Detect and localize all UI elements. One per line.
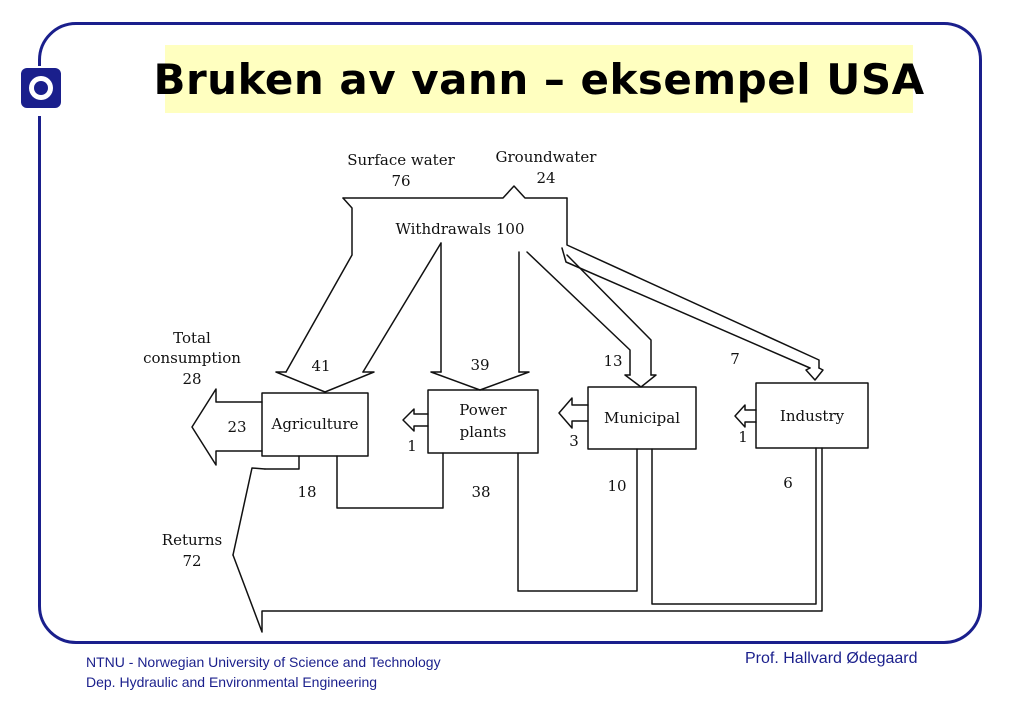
municipal-inflow-arrowhead — [624, 374, 657, 388]
power-plants-inflow-value: 39 — [470, 356, 489, 374]
agriculture-inflow-value: 41 — [311, 357, 330, 375]
industry-box — [755, 382, 869, 449]
footer-institution-name: NTNU - Norwegian University of Science a… — [86, 654, 441, 670]
ntnu-logo-icon — [21, 68, 61, 108]
municipal-inflow-right — [566, 254, 652, 376]
industry-label: Industry — [780, 407, 845, 425]
power-plants-return — [517, 448, 638, 592]
agriculture-label: Agriculture — [271, 415, 359, 433]
power-plants-box — [427, 389, 539, 454]
power-plants-inflow-arrowhead — [430, 371, 530, 391]
power-plants-consumption-arrow — [402, 408, 429, 432]
municipal-return — [651, 447, 817, 605]
footer-institution: NTNU - Norwegian University of Science a… — [86, 652, 441, 692]
municipal-inflow-value: 13 — [603, 352, 622, 370]
municipal-consumption-arrow — [558, 397, 589, 429]
groundwater-label: Groundwater — [496, 148, 598, 166]
industry-inflow-left — [561, 247, 811, 369]
power-plants-label-line1: Power — [459, 401, 507, 419]
logo-dot — [34, 81, 48, 95]
returns-value: 72 — [182, 552, 201, 570]
industry-consumption-value: 1 — [738, 428, 748, 446]
total-consumption-arrow — [191, 388, 263, 466]
industry-inflow-value: 7 — [730, 350, 740, 368]
footer-author: Prof. Hallvard Ødegaard — [745, 650, 918, 667]
surface-water-label: Surface water — [347, 151, 455, 169]
power-plants-consumption-value: 1 — [407, 437, 417, 455]
municipal-consumption-value: 3 — [569, 432, 579, 450]
municipal-label: Municipal — [604, 409, 680, 427]
source-brace — [342, 185, 568, 199]
power-plants-label-line2: plants — [460, 423, 507, 441]
title-box: Bruken av vann – eksempel USA — [153, 45, 924, 113]
surface-water-value: 76 — [391, 172, 410, 190]
agriculture-inflow-arrowhead — [275, 371, 375, 393]
industry-return-value: 6 — [783, 474, 793, 492]
industry-inflow-arrowhead — [805, 367, 824, 381]
agriculture-inflow-right — [362, 242, 442, 373]
municipal-return-value: 10 — [607, 477, 626, 495]
slide-title: Bruken av vann – eksempel USA — [153, 54, 925, 104]
industry-inflow-right — [566, 197, 820, 369]
logo-ring — [29, 76, 53, 100]
municipal-box — [587, 386, 697, 450]
total-consumption-line2: consumption — [143, 349, 241, 367]
returns-band-outer — [232, 447, 823, 633]
industry-consumption-arrow — [734, 404, 757, 428]
total-consumption-value: 28 — [182, 370, 201, 388]
agriculture-consumption-value: 23 — [227, 418, 246, 436]
groundwater-value: 24 — [536, 169, 555, 187]
power-plants-return-value: 38 — [471, 483, 490, 501]
footer-department: Dep. Hydraulic and Environmental Enginee… — [86, 674, 378, 690]
slide-frame — [38, 22, 982, 644]
withdrawals-label: Withdrawals 100 — [395, 220, 524, 238]
returns-label: Returns — [162, 531, 222, 549]
returns-band-inner — [232, 467, 266, 556]
agriculture-return — [264, 452, 444, 509]
agriculture-box — [261, 392, 369, 457]
municipal-inflow-left — [526, 251, 631, 376]
agriculture-inflow-left — [285, 197, 353, 373]
total-consumption-line1: Total — [173, 329, 211, 347]
agriculture-return-value: 18 — [297, 483, 316, 501]
